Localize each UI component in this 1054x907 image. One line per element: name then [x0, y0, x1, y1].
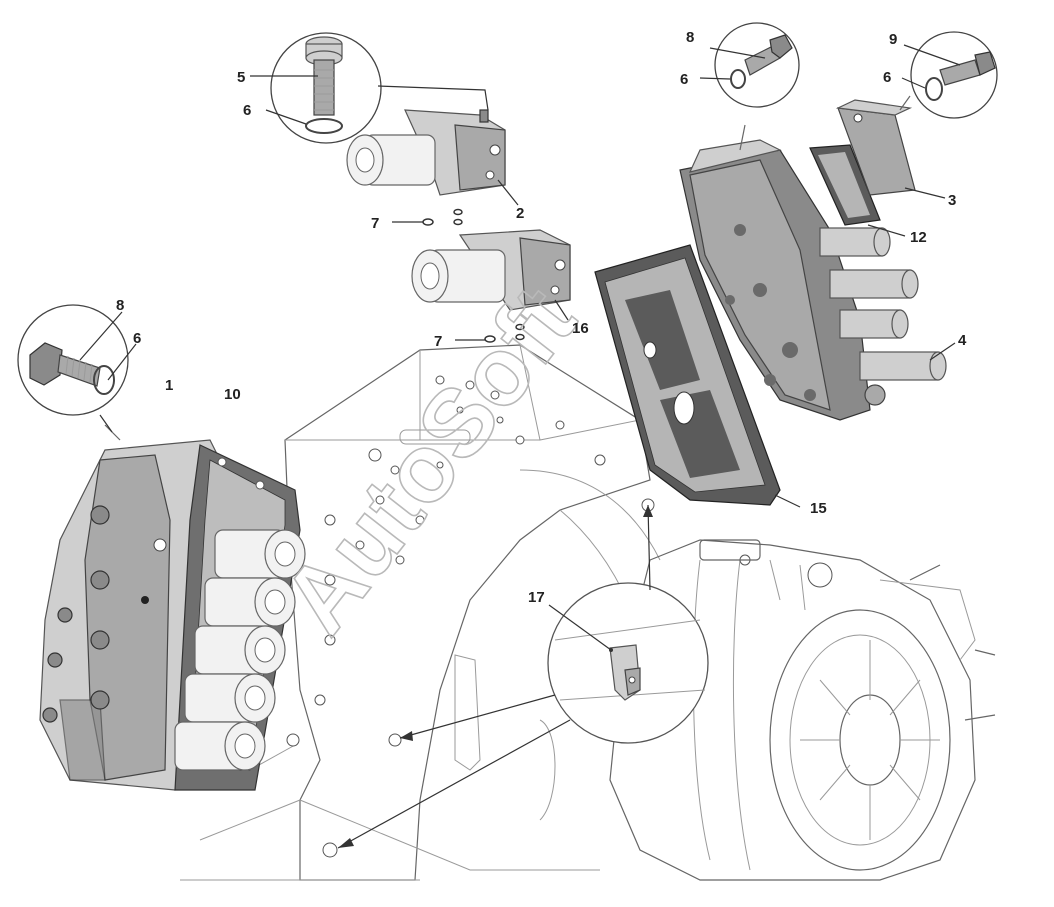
detail-circle-bolt-9: [901, 31, 998, 119]
transmission-housing: [180, 344, 661, 881]
callout-7-lower: 7: [434, 333, 442, 350]
callout-9: 9: [889, 31, 897, 48]
callout-16: 16: [572, 320, 589, 337]
gasket-12: [809, 144, 906, 237]
callout-8-left: 8: [116, 297, 124, 314]
callout-17: 17: [528, 589, 545, 606]
detail-circle-bolt-8-right: [699, 22, 800, 108]
callout-1: 1: [165, 377, 173, 394]
clutch-drum-assembly: [609, 539, 996, 881]
callout-6-mid: 6: [680, 71, 688, 88]
callout-15: 15: [810, 500, 827, 517]
o-rings-7-upper: [392, 208, 463, 226]
o-rings-7-lower: [455, 323, 525, 343]
cover-3: [835, 95, 946, 199]
detail-circle-bolt-8-left: [17, 304, 137, 433]
callout-6-top: 6: [243, 102, 251, 119]
callout-12: 12: [910, 229, 927, 246]
detail-arrows: [337, 504, 653, 849]
callout-5: 5: [237, 69, 245, 86]
valve-body-4: [679, 124, 956, 421]
callout-4: 4: [958, 332, 967, 349]
callout-6-right: 6: [883, 69, 891, 86]
detail-circle-17: [547, 582, 709, 744]
callout-2: 2: [516, 205, 524, 222]
solenoid-valve-2: [346, 109, 519, 206]
solenoid-valve-16: [411, 229, 571, 321]
callout-labels: 1 2 3 4 5 6 6 6 6 7 7 8 8 9 10 12 15 16 …: [116, 29, 967, 606]
detail-circle-bolt-5: [250, 32, 489, 144]
callout-6-left: 6: [133, 330, 141, 347]
callout-10: 10: [224, 386, 241, 403]
watermark: AutoSoft: [262, 268, 596, 653]
callout-7-upper: 7: [371, 215, 379, 232]
gasket-15: [594, 244, 801, 508]
solenoids-left: [174, 529, 306, 771]
callout-3: 3: [948, 192, 956, 209]
callout-8-right: 8: [686, 29, 694, 46]
